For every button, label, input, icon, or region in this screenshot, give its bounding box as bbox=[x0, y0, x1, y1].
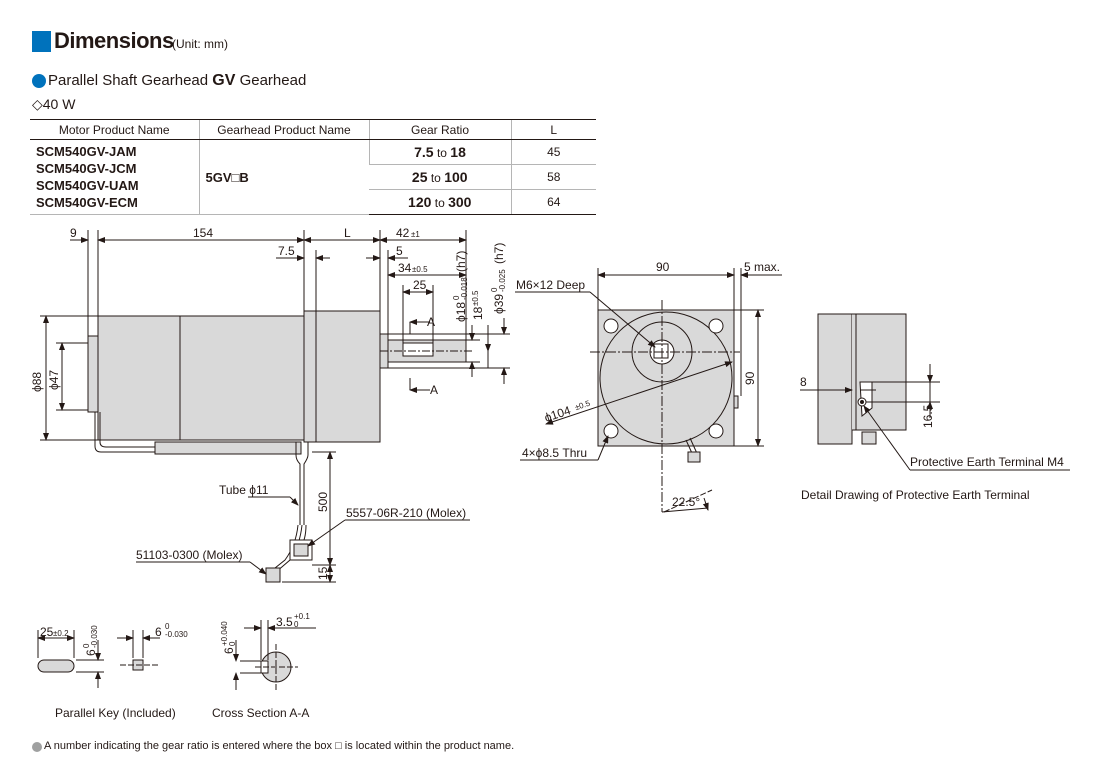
dim-phi18: ϕ18 bbox=[454, 302, 468, 322]
motor-names-cell: SCM540GV-JAM SCM540GV-JCM SCM540GV-UAM S… bbox=[30, 139, 199, 215]
l-cell: 45 bbox=[510, 139, 596, 165]
dim-angle: 22.5° bbox=[672, 495, 700, 509]
motor-name: SCM540GV-UAM bbox=[36, 178, 139, 193]
dim-l: L bbox=[344, 226, 351, 240]
motor-name: SCM540GV-JCM bbox=[36, 161, 137, 176]
front-dim-90-width: 90 bbox=[656, 260, 670, 274]
front-view bbox=[515, 268, 782, 513]
pe-terminal-label: Protective Earth Terminal M4 bbox=[910, 455, 1064, 469]
dim-15: 15 bbox=[316, 566, 330, 580]
parallel-key-drawing bbox=[37, 630, 104, 688]
m6-thread-label: M6×12 Deep bbox=[516, 278, 585, 292]
xs-dim-6: 6 bbox=[155, 625, 162, 639]
front-dim-5max: 5 max. bbox=[744, 260, 780, 274]
section-a-bottom: A bbox=[430, 383, 438, 397]
shaft-dim-3-5: 3.5 bbox=[276, 615, 293, 629]
dim-phi39: ϕ39 bbox=[492, 294, 506, 314]
dim-34: 34 bbox=[398, 261, 412, 275]
title-marker bbox=[32, 31, 51, 52]
tube-label: Tube ϕ11 bbox=[219, 483, 269, 497]
col-motor: Motor Product Name bbox=[30, 119, 199, 140]
spec-table: Motor Product Name Gearhead Product Name… bbox=[30, 119, 596, 215]
dim-phi104: ϕ104 bbox=[543, 403, 573, 425]
dim-phi39-tol-dn: -0.025 bbox=[498, 269, 507, 292]
xs-dim-6-tol-dn: -0.030 bbox=[165, 630, 188, 639]
dim-phi39-h7: (h7) bbox=[492, 243, 506, 264]
dim-phi18-h7: (h7) bbox=[454, 251, 468, 272]
shaft-cross-section bbox=[233, 620, 316, 690]
dim-154: 154 bbox=[193, 226, 213, 240]
motor-name: SCM540GV-JAM bbox=[36, 144, 137, 159]
l-cell: 64 bbox=[510, 189, 596, 215]
key-dim-6-tol-dn: -0.030 bbox=[90, 625, 99, 648]
dim-42-tol: ±1 bbox=[411, 230, 420, 239]
shaft-dim-3-5-tol-up: +0.1 bbox=[294, 612, 310, 621]
dim-42: 42 bbox=[396, 226, 410, 240]
dim-34-tol: ±0.5 bbox=[412, 265, 428, 274]
dim-5: 5 bbox=[396, 244, 403, 258]
dim-18-tol: ±0.5 bbox=[471, 290, 480, 306]
col-ratio: Gear Ratio bbox=[368, 119, 511, 140]
shaft-dim-6: 6 bbox=[222, 647, 236, 654]
dim-18: 18 bbox=[471, 306, 485, 320]
col-gearhead: Gearhead Product Name bbox=[198, 119, 369, 140]
shaft-dim-6-tol-dn: 0 bbox=[228, 641, 237, 646]
key-dim-25: 25 bbox=[40, 625, 54, 639]
key-cross-section bbox=[117, 630, 160, 671]
table-row: 25 to 100 58 bbox=[30, 164, 596, 190]
dim-phi18-tol-up: 0 bbox=[452, 295, 461, 300]
dim-phi39-tol-up: 0 bbox=[490, 287, 499, 292]
shaft-dim-3-5-tol-dn: 0 bbox=[294, 620, 299, 629]
motor-name: SCM540GV-ECM bbox=[36, 195, 138, 210]
section-subtitle: Parallel Shaft Gearhead GV Gearhead bbox=[48, 72, 306, 90]
front-dim-90-height: 90 bbox=[743, 371, 757, 385]
footnote: A number indicating the gear ratio is en… bbox=[44, 740, 515, 752]
dim-25: 25 bbox=[413, 278, 427, 292]
ratio-cell: 25 to 100 bbox=[369, 164, 511, 190]
col-l: L bbox=[510, 119, 596, 140]
key-dim-6: 6 bbox=[84, 649, 98, 656]
table-row: SCM540GV-JAM SCM540GV-JCM SCM540GV-UAM S… bbox=[30, 139, 596, 215]
mounting-holes-label: 4×ϕ8.5 Thru bbox=[522, 446, 587, 460]
unit-label: (Unit: mm) bbox=[172, 37, 228, 51]
xs-dim-6-tol-up: 0 bbox=[165, 622, 170, 631]
dim-7-5: 7.5 bbox=[278, 244, 295, 258]
dim-phi88: ϕ88 bbox=[30, 372, 44, 392]
dim-phi18-tol-dn: -0.018 bbox=[460, 277, 469, 300]
ratio-cell: 120 to 300 bbox=[369, 189, 511, 215]
side-view bbox=[87, 310, 472, 583]
note-bullet bbox=[32, 742, 42, 752]
l-cell: 58 bbox=[510, 164, 596, 190]
pe-terminal-detail bbox=[800, 313, 1070, 471]
shaft-dim-6-tol-up: +0.040 bbox=[220, 621, 229, 646]
page-title: Dimensions bbox=[54, 28, 174, 53]
key-dim-25-tol: ±0.2 bbox=[53, 629, 69, 638]
subtitle-pre: Parallel Shaft Gearhead bbox=[48, 72, 213, 89]
power-rating: ◇40 W bbox=[32, 96, 76, 112]
cross-section-caption: Cross Section A-A bbox=[212, 706, 309, 720]
pe-dim-8: 8 bbox=[800, 375, 807, 389]
section-a-top: A bbox=[427, 315, 435, 329]
subtitle-bullet bbox=[32, 74, 46, 88]
key-dim-6-tol-up: 0 bbox=[82, 643, 91, 648]
molex-connector-1: 5557-06R-210 (Molex) bbox=[346, 506, 466, 520]
molex-connector-2: 51103-0300 (Molex) bbox=[136, 548, 243, 562]
dim-9: 9 bbox=[70, 226, 77, 240]
table-row: 120 to 300 64 bbox=[30, 189, 596, 215]
key-caption: Parallel Key (Included) bbox=[55, 706, 176, 720]
pe-caption: Detail Drawing of Protective Earth Termi… bbox=[801, 488, 1030, 502]
subtitle-post: Gearhead bbox=[235, 72, 307, 89]
subtitle-gv: GV bbox=[212, 72, 236, 89]
dimension-labels: 9 154 L 42 ±1 7.5 5 34 ±0.5 25 A A ϕ18 0… bbox=[30, 226, 1064, 720]
gearhead-name: 5GV□B bbox=[198, 139, 369, 215]
ratio-cell: 7.5 to 18 bbox=[368, 139, 511, 165]
side-dimensions bbox=[40, 230, 510, 583]
dim-phi47: ϕ47 bbox=[47, 370, 61, 390]
table-header-row: Motor Product Name Gearhead Product Name… bbox=[30, 119, 596, 140]
pe-dim-16-5: 16.5 bbox=[921, 404, 935, 428]
dim-500: 500 bbox=[316, 492, 330, 512]
